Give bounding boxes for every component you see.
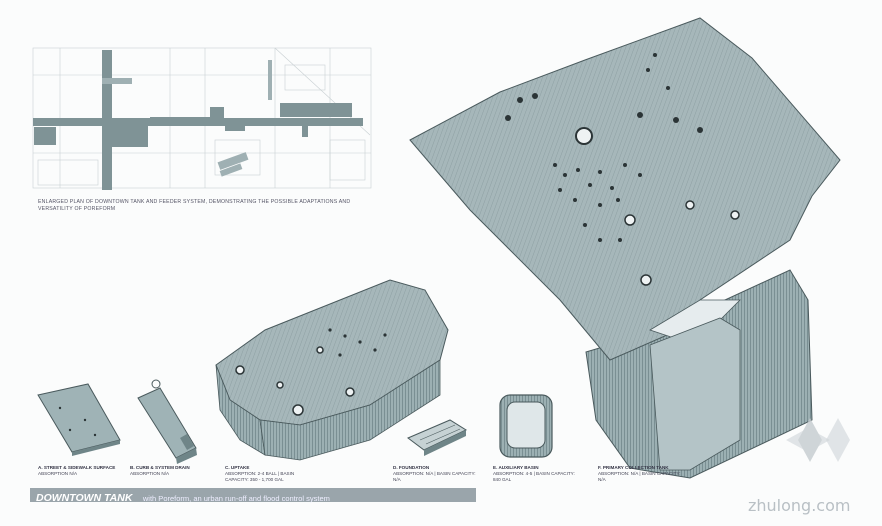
- title-bold: DOWNTOWN TANK: [36, 492, 133, 504]
- label-desc: ABSORPTION: 2-4 BALL | BASIN CAPACITY: 3…: [225, 471, 295, 482]
- title-bar: DOWNTOWN TANK with Poreform, an urban ru…: [30, 488, 476, 504]
- label-title: B. CURB & SYSTEM DRAIN: [130, 465, 190, 470]
- label-desc: ABSORPTION: N/A | BASIN CAPACITY: N/A: [598, 471, 681, 482]
- plan-caption-line1: ENLARGED PLAN OF DOWNTOWN TANK AND FEEDE…: [38, 199, 351, 205]
- uptake-module: [215, 279, 449, 461]
- title-subtitle: with Poreform, an urban run-off and floo…: [142, 494, 330, 503]
- feeder-branches: [102, 60, 272, 177]
- watermark-logo: [786, 418, 850, 462]
- label-foundation: D. FOUNDATION ABSORPTION: N/A | BASIN CA…: [393, 465, 479, 483]
- label-title: F. PRIMARY COLLECTION TANK: [598, 465, 669, 470]
- label-desc: ABSORPTION N/A: [38, 471, 78, 476]
- tank-network: [33, 50, 363, 190]
- label-desc: ABSORPTION: N/A | BASIN CAPACITY: N/A: [393, 471, 476, 482]
- label-primary-tank: F. PRIMARY COLLECTION TANK ABSORPTION: N…: [598, 465, 684, 483]
- label-title: C. UPTAKE: [225, 465, 250, 470]
- label-desc: ABSORPTION N/A: [130, 471, 170, 476]
- plan-caption-line2: VERSATILITY OF POREFORM: [38, 206, 116, 212]
- label-title: E. AUXILIARY BASIN: [493, 465, 539, 470]
- label-desc: ABSORPTION: 4-5 | BASIN CAPACITY: 840 GA…: [493, 471, 575, 482]
- label-curb-drain: B. CURB & SYSTEM DRAIN ABSORPTION N/A: [130, 465, 216, 477]
- foundation-piece: [407, 419, 468, 456]
- street-surface-slab: [37, 383, 121, 456]
- curb-drain: [137, 379, 197, 464]
- watermark-text: zhulong.com: [748, 496, 851, 515]
- label-auxiliary-basin: E. AUXILIARY BASIN ABSORPTION: 4-5 | BAS…: [493, 465, 579, 483]
- label-street-surface: A. STREET & SIDEWALK SURFACE ABSORPTION …: [38, 465, 124, 477]
- label-title: A. STREET & SIDEWALK SURFACE: [38, 465, 116, 470]
- street-grid: [32, 47, 372, 189]
- primary-collection-tank: [409, 17, 841, 479]
- site-plan: [32, 47, 372, 190]
- plan-caption: ENLARGED PLAN OF DOWNTOWN TANK AND FEEDE…: [38, 199, 358, 213]
- label-title: D. FOUNDATION: [393, 465, 430, 470]
- auxiliary-basin: [499, 394, 553, 458]
- label-uptake: C. UPTAKE ABSORPTION: 2-4 BALL | BASIN C…: [225, 465, 311, 483]
